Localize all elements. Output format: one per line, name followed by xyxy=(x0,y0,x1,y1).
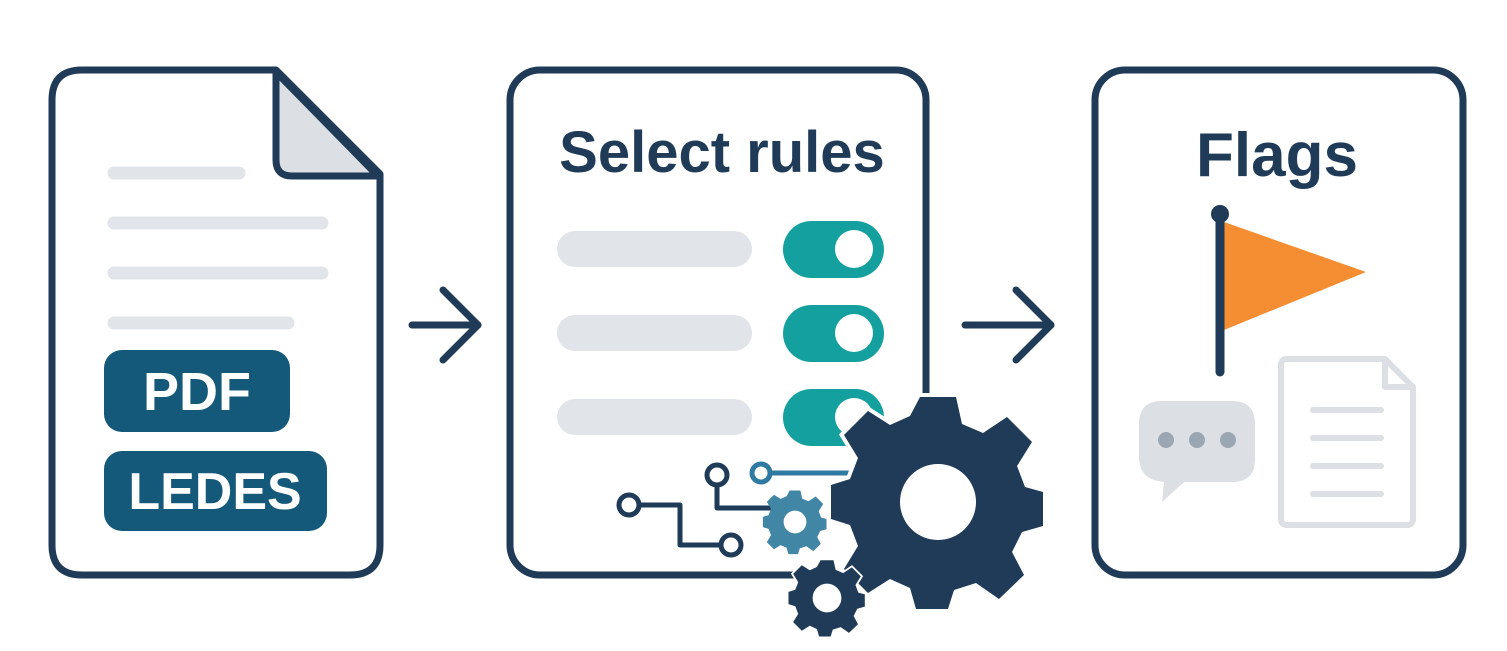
arrow-right-icon xyxy=(961,286,1055,364)
rule-placeholder-bar xyxy=(557,231,752,267)
rule-row xyxy=(557,305,884,362)
small-gear-icon xyxy=(762,490,827,555)
flag-icon xyxy=(1211,205,1366,377)
rule-toggle[interactable] xyxy=(783,221,884,278)
document-text-lines xyxy=(107,166,329,330)
large-gear-icon xyxy=(831,397,1043,609)
rule-toggle[interactable] xyxy=(783,305,884,362)
flags-card-title: Flags xyxy=(1196,121,1358,190)
tiny-gear-icon xyxy=(788,560,864,636)
ledes-badge-label: LEDES xyxy=(128,463,301,521)
rule-placeholder-bar xyxy=(557,399,752,435)
rule-row xyxy=(557,221,884,278)
arrow-right-icon xyxy=(408,286,482,364)
document-icon xyxy=(1278,356,1416,528)
pdf-badge-label: PDF xyxy=(143,362,251,422)
document-fold xyxy=(272,68,382,180)
rule-placeholder-bar xyxy=(557,315,752,351)
pdf-badge: PDF xyxy=(104,350,290,432)
flags-card: Flags xyxy=(1091,66,1467,579)
rules-card-title: Select rules xyxy=(559,120,885,185)
circuit-icon xyxy=(616,461,853,558)
ledes-badge: LEDES xyxy=(104,451,327,531)
chat-bubble-icon xyxy=(1139,401,1255,502)
document-card: PDF LEDES xyxy=(48,66,384,579)
rules-card: Select rules xyxy=(506,66,1043,637)
